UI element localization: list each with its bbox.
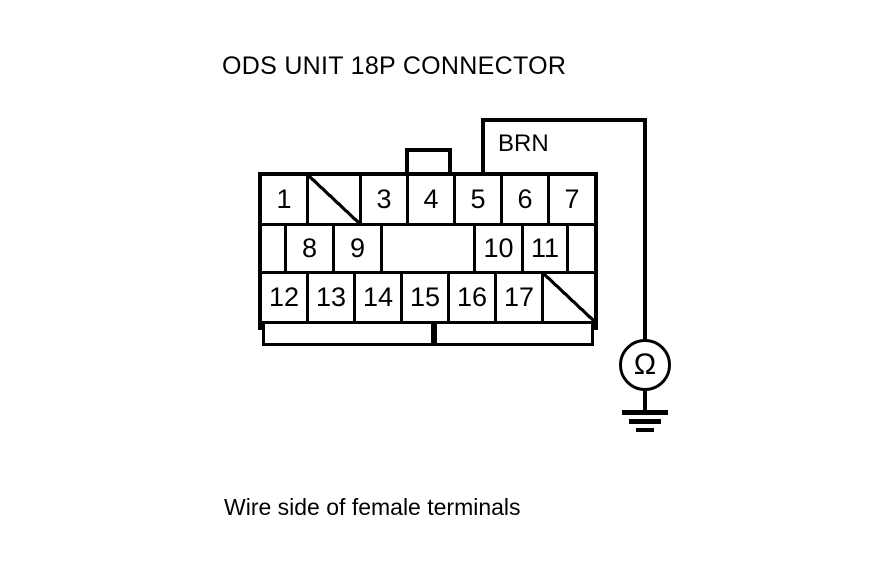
pin-cell-13[interactable]: 13 — [309, 274, 356, 324]
connector-housing: 1 3 4 5 6 7 8 9 10 11 12 13 — [258, 172, 598, 346]
ground-icon-bar-2 — [629, 419, 661, 424]
pin-cell-6[interactable]: 6 — [503, 176, 550, 226]
connector-base-strip — [262, 324, 594, 346]
connector-row-1: 1 3 4 5 6 7 — [262, 176, 594, 226]
pin-cell-10[interactable]: 10 — [476, 226, 524, 274]
connector-base-segment-right — [434, 324, 594, 346]
wire-segment-horizontal-top — [481, 118, 647, 122]
pin-cell-12[interactable]: 12 — [262, 274, 309, 324]
ground-icon-bar-1 — [622, 410, 668, 415]
pin-cell-3[interactable]: 3 — [362, 176, 409, 226]
pin-cell-14[interactable]: 14 — [356, 274, 403, 324]
page-title: ODS UNIT 18P CONNECTOR — [222, 52, 567, 80]
pin-cell-unused-row3 — [544, 274, 594, 324]
pin-cell-9[interactable]: 9 — [335, 226, 383, 274]
connector-row-3: 12 13 14 15 16 17 — [262, 274, 594, 324]
connector-pin-grid: 1 3 4 5 6 7 8 9 10 11 12 13 — [262, 176, 594, 346]
pin-cell-blank-row2 — [383, 226, 476, 274]
pin-cell-17[interactable]: 17 — [497, 274, 544, 324]
ohmmeter-icon: Ω — [619, 339, 671, 391]
pin-cell-7[interactable]: 7 — [550, 176, 594, 226]
pin-cell-5[interactable]: 5 — [456, 176, 503, 226]
pin-cell-8[interactable]: 8 — [287, 226, 335, 274]
wire-segment-vertical-right — [643, 118, 647, 343]
connector-locking-tab — [405, 148, 452, 174]
connector-row-2: 8 9 10 11 — [262, 226, 594, 274]
connector-base-segment-left — [262, 324, 434, 346]
pin-cell-16[interactable]: 16 — [450, 274, 497, 324]
pin-cell-unused-row1 — [309, 176, 362, 226]
wire-color-label-brn: BRN — [498, 130, 549, 157]
ground-icon-bar-3 — [636, 428, 654, 432]
figure-caption: Wire side of female terminals — [224, 494, 521, 520]
pin-cell-margin-left-row2 — [262, 226, 287, 274]
pin-cell-1[interactable]: 1 — [262, 176, 309, 226]
pin-cell-15[interactable]: 15 — [403, 274, 450, 324]
ohmmeter-ground-lead — [643, 388, 647, 412]
pin-cell-4[interactable]: 4 — [409, 176, 456, 226]
pin-cell-11[interactable]: 11 — [524, 226, 569, 274]
wire-segment-vertical-left — [481, 118, 485, 174]
pin-cell-margin-right-row2 — [569, 226, 594, 274]
